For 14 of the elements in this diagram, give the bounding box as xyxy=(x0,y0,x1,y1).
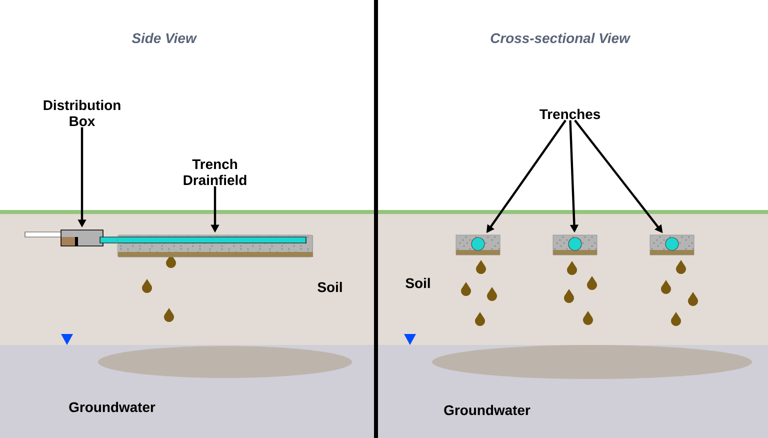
layer-label: Groundwater xyxy=(69,402,156,412)
callout-label: Distribution Box xyxy=(44,100,120,126)
layer-label: Soil xyxy=(318,282,342,292)
trench-drawing xyxy=(456,234,500,256)
view-title: Side View xyxy=(132,32,198,44)
callout-label: Trenches xyxy=(540,108,600,120)
distribution-box-drawing xyxy=(24,230,104,246)
layer-label: Soil xyxy=(406,278,430,288)
layer-label: Groundwater xyxy=(444,404,530,416)
view-title: Cross-sectional View xyxy=(490,32,631,44)
trench-drawing xyxy=(650,234,694,256)
drainfield-trench-drawing xyxy=(100,234,313,258)
callout-label: Trench Drainfield xyxy=(184,158,246,186)
trench-drawing xyxy=(552,234,598,256)
